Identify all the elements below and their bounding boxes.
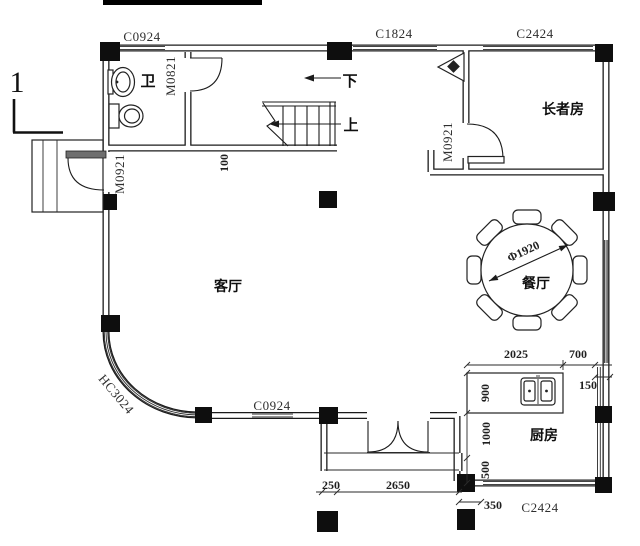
- room-label-kitchen: 厨房: [530, 427, 558, 443]
- column: [317, 511, 338, 532]
- column: [595, 44, 613, 62]
- column: [100, 42, 120, 61]
- bathroom-door: [189, 57, 223, 92]
- column: [595, 477, 612, 493]
- window-label-curved-bay: HC3024: [96, 371, 138, 417]
- dim-kitchen-width: 2025: [504, 347, 528, 361]
- column: [595, 406, 612, 423]
- window-label-top-left: C0924: [123, 29, 160, 44]
- section-mark: 1: [10, 66, 63, 134]
- structural-columns: [100, 42, 615, 532]
- column: [195, 407, 212, 423]
- kitchen-sink: [520, 375, 556, 406]
- column: [100, 194, 117, 210]
- walls: [100, 44, 613, 487]
- dim-porch-left: 250: [322, 478, 340, 492]
- toilet: [108, 103, 144, 129]
- kitchen-right-wall: [597, 367, 601, 481]
- room-label-bathroom: 卫: [140, 73, 155, 90]
- dim-hall-offset: 100: [217, 154, 231, 172]
- dining-chair: [512, 209, 542, 225]
- window-bottom-left-C0924: [252, 413, 293, 418]
- window-label-bottom-left: C0924: [253, 398, 290, 413]
- section-mark-number: 1: [10, 66, 25, 99]
- dining-chair: [512, 315, 542, 331]
- room-label-elder-room: 长者房: [542, 101, 584, 117]
- dining-table: [480, 223, 574, 317]
- dim-kitchen-depth-3: 500: [478, 461, 492, 479]
- elder-room-door: [466, 123, 505, 164]
- window-top-middle-C1824: [353, 46, 437, 50]
- column: [457, 509, 475, 530]
- stairs-up-label: 上: [343, 117, 358, 134]
- french-doors: [367, 420, 430, 453]
- window-label-top-middle: C1824: [375, 26, 412, 41]
- corner-flue: [436, 51, 465, 83]
- dining-chair: [572, 255, 588, 285]
- column: [457, 474, 475, 492]
- window-top-left-C0924: [120, 46, 165, 50]
- dim-kitchen-depth-1: 900: [478, 384, 492, 402]
- bathroom-sink: [107, 66, 136, 98]
- staircase: [262, 101, 341, 147]
- window-bottom-right-C2424: [483, 481, 600, 485]
- column: [593, 192, 615, 211]
- room-label-dining-room: 餐厅: [521, 275, 550, 291]
- door-label-bathroom: M0821: [163, 56, 178, 96]
- column: [319, 407, 338, 424]
- window-label-top-right: C2424: [516, 26, 553, 41]
- room-label-living-room: 客厅: [213, 278, 242, 294]
- dim-porch-width: 2650: [386, 478, 410, 492]
- dim-kitchen-right-gap: 700: [569, 347, 587, 361]
- curved-bay-window-HC3024: [103, 331, 199, 418]
- stairs-down-label: 下: [342, 73, 357, 90]
- window-label-bottom-right: C2424: [521, 500, 558, 515]
- window-right-side: [603, 240, 609, 363]
- dim-kitchen-window-offset: 350: [484, 498, 502, 512]
- dim-kitchen-wall-inset: 150: [579, 378, 597, 392]
- window-top-right-C2424: [483, 46, 593, 50]
- door-label-elder-room: M0921: [440, 122, 455, 162]
- dim-kitchen-depth-2: 1000: [479, 422, 493, 446]
- porch-steps: [324, 452, 459, 471]
- entry-door: [65, 150, 107, 191]
- door-label-entry: M0921: [112, 154, 127, 194]
- cropped-title-bar: [103, 0, 262, 5]
- dining-table-set: [466, 209, 588, 331]
- entry-door-leaf: [65, 150, 107, 159]
- column: [101, 315, 120, 332]
- dimension-lines: [316, 360, 614, 506]
- dining-chair: [466, 255, 482, 285]
- column: [327, 42, 352, 60]
- column: [319, 191, 337, 208]
- stairs-down-arrow: [304, 74, 341, 82]
